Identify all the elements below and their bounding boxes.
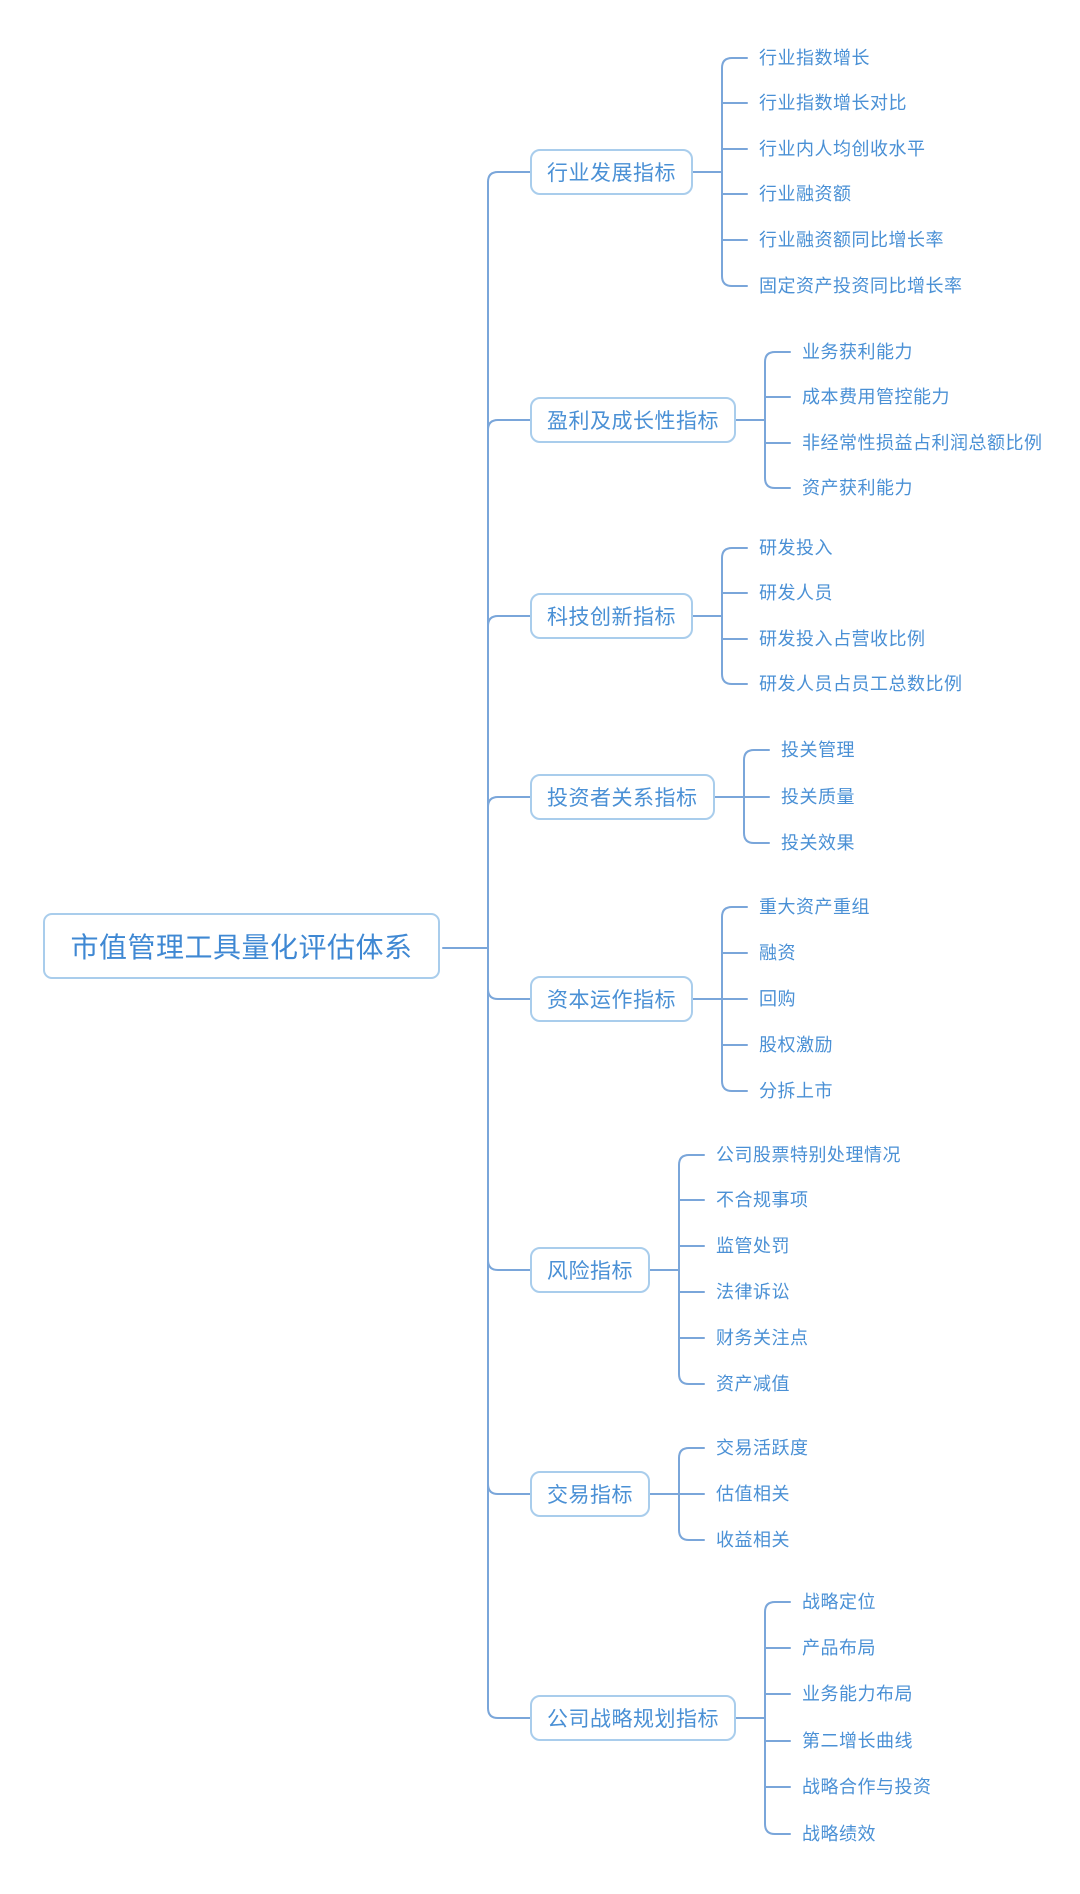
connector-path [487, 988, 531, 1000]
leaf-node-5-5[interactable]: 资产减值 [716, 1374, 790, 1394]
branch-node-2[interactable]: 科技创新指标 [530, 593, 693, 639]
leaf-node-0-2[interactable]: 行业内人均创收水平 [759, 139, 926, 159]
connector-path [721, 906, 748, 1092]
connector-path [487, 171, 531, 183]
leaf-node-0-4[interactable]: 行业融资额同比增长率 [759, 230, 944, 250]
branch-node-3[interactable]: 投资者关系指标 [530, 774, 715, 820]
leaf-node-1-2[interactable]: 非经常性损益占利润总额比例 [802, 433, 1043, 453]
connector-path [487, 419, 531, 431]
connector-path [487, 1707, 531, 1719]
leaf-node-4-4[interactable]: 分拆上市 [759, 1081, 833, 1101]
leaf-node-6-0[interactable]: 交易活跃度 [716, 1438, 809, 1458]
connector-path [764, 351, 791, 489]
leaf-node-0-5[interactable]: 固定资产投资同比增长率 [759, 276, 963, 296]
leaf-node-3-0[interactable]: 投关管理 [781, 740, 855, 760]
leaf-node-2-1[interactable]: 研发人员 [759, 583, 833, 603]
connector-path [721, 57, 748, 287]
connector-path [721, 547, 748, 685]
leaf-node-5-3[interactable]: 法律诉讼 [716, 1282, 790, 1302]
connector-path [678, 1447, 705, 1541]
leaf-node-3-2[interactable]: 投关效果 [781, 833, 855, 853]
leaf-node-0-0[interactable]: 行业指数增长 [759, 48, 870, 68]
connector-path [487, 1483, 531, 1495]
branch-node-4[interactable]: 资本运作指标 [530, 976, 693, 1022]
connector-path [678, 1154, 705, 1385]
root-node[interactable]: 市值管理工具量化评估体系 [43, 913, 440, 979]
connector-path [487, 796, 531, 808]
leaf-node-4-3[interactable]: 股权激励 [759, 1035, 833, 1055]
leaf-node-7-2[interactable]: 业务能力布局 [802, 1684, 913, 1704]
leaf-node-7-0[interactable]: 战略定位 [802, 1592, 876, 1612]
leaf-node-4-1[interactable]: 融资 [759, 943, 796, 963]
leaf-node-6-1[interactable]: 估值相关 [716, 1484, 790, 1504]
connector-path [743, 749, 770, 844]
leaf-node-4-0[interactable]: 重大资产重组 [759, 897, 870, 917]
leaf-node-7-5[interactable]: 战略绩效 [802, 1824, 876, 1844]
branch-node-1[interactable]: 盈利及成长性指标 [530, 397, 736, 443]
leaf-node-0-1[interactable]: 行业指数增长对比 [759, 93, 907, 113]
leaf-node-2-2[interactable]: 研发投入占营收比例 [759, 629, 926, 649]
leaf-node-6-2[interactable]: 收益相关 [716, 1530, 790, 1550]
leaf-node-4-2[interactable]: 回购 [759, 989, 796, 1009]
leaf-node-1-1[interactable]: 成本费用管控能力 [802, 387, 950, 407]
leaf-node-2-3[interactable]: 研发人员占员工总数比例 [759, 674, 963, 694]
leaf-node-0-3[interactable]: 行业融资额 [759, 184, 852, 204]
leaf-node-5-2[interactable]: 监管处罚 [716, 1236, 790, 1256]
leaf-node-3-1[interactable]: 投关质量 [781, 787, 855, 807]
branch-node-6[interactable]: 交易指标 [530, 1471, 650, 1517]
leaf-node-5-4[interactable]: 财务关注点 [716, 1328, 809, 1348]
branch-node-5[interactable]: 风险指标 [530, 1247, 650, 1293]
leaf-node-5-0[interactable]: 公司股票特别处理情况 [716, 1145, 901, 1165]
leaf-node-7-4[interactable]: 战略合作与投资 [802, 1777, 932, 1797]
branch-node-0[interactable]: 行业发展指标 [530, 149, 693, 195]
leaf-node-1-0[interactable]: 业务获利能力 [802, 342, 913, 362]
leaf-node-7-1[interactable]: 产品布局 [802, 1638, 876, 1658]
connector-path [487, 615, 531, 627]
leaf-node-7-3[interactable]: 第二增长曲线 [802, 1731, 913, 1751]
connector-path [487, 1259, 531, 1271]
branch-node-7[interactable]: 公司战略规划指标 [530, 1695, 736, 1741]
leaf-node-5-1[interactable]: 不合规事项 [716, 1190, 809, 1210]
connector-path [764, 1601, 791, 1835]
leaf-node-2-0[interactable]: 研发投入 [759, 538, 833, 558]
leaf-node-1-3[interactable]: 资产获利能力 [802, 478, 913, 498]
